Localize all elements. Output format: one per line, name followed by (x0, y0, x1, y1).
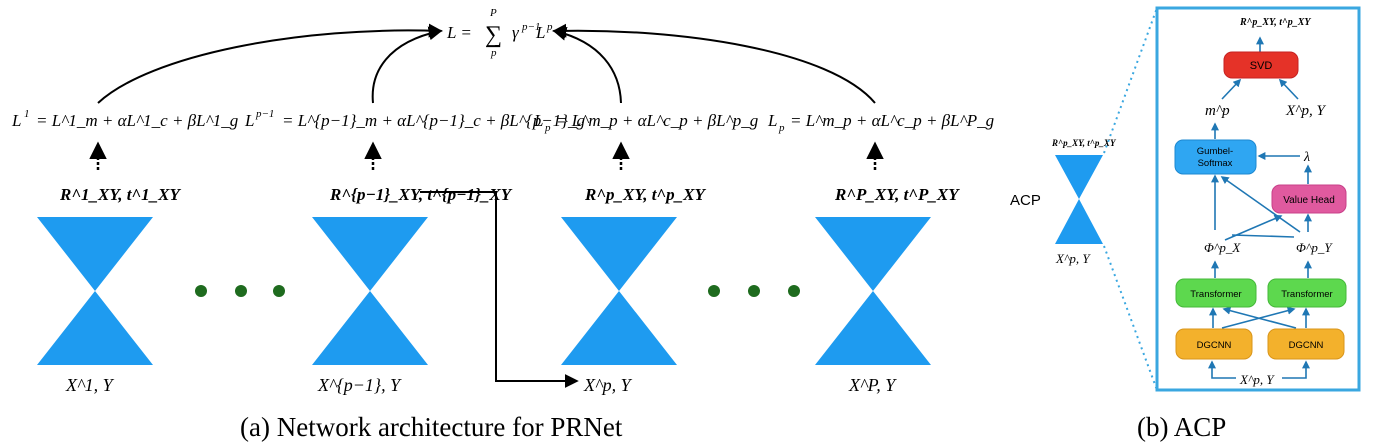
dot (708, 285, 720, 297)
loss-symbol: L (533, 111, 543, 130)
stage-p-input: X^p, Y (583, 375, 633, 395)
arrow-input-to-dgcnn1 (1208, 360, 1236, 379)
loss-rhs: = L^1_m + αL^1_c + βL^1_g (36, 111, 238, 130)
loss-symbol: L (244, 111, 254, 130)
caption-a: (a) Network architecture for PRNet (240, 412, 623, 442)
dot (273, 285, 285, 297)
phi-x-label: Φ^p_X (1204, 240, 1241, 255)
stage-1-loss: L 1 = L^1_m + αL^1_c + βL^1_g (11, 108, 238, 130)
pose-transfer-arrow (420, 191, 579, 388)
loss-sub: p (544, 122, 551, 134)
stage-1-input: X^1, Y (65, 375, 115, 395)
transformer-label: Transformer (1281, 289, 1332, 300)
stage-P-network-icon (815, 217, 931, 365)
stage-P-input: X^P, Y (848, 375, 897, 395)
total-loss-lhs: L = (446, 23, 472, 42)
loss-aggregation-arrows (97, 23, 876, 104)
caption-b: (b) ACP (1137, 412, 1226, 442)
total-loss: L = ∑ P p γ p−1 L p (446, 7, 553, 59)
stage-loss: L (535, 23, 545, 42)
transformer-label: Transformer (1190, 289, 1241, 300)
loss-sup: p−1 (255, 108, 274, 120)
acp-icon-output: R^p_XY, t^p_XY (1051, 138, 1117, 148)
ellipsis-dots (195, 285, 800, 297)
zoom-line-top (1103, 7, 1158, 154)
stage-P-pose: R^P_XY, t^P_XY (834, 185, 960, 204)
sum-lower: p (490, 47, 497, 59)
dgcnn-label: DGCNN (1289, 340, 1324, 351)
gumbel-label-line1: Gumbel- (1197, 146, 1233, 157)
dgcnn-label: DGCNN (1197, 340, 1232, 351)
svd-block (1223, 51, 1299, 79)
stage-p-loss: L p = L^m_p + αL^c_p + βL^p_g (533, 111, 758, 134)
pose-to-loss-arrows (89, 141, 884, 170)
value-head-label: Value Head (1283, 195, 1335, 206)
dgcnn-block-source (1175, 328, 1253, 360)
loss-rhs: = L^{p−1}_m + αL^{p−1}_c + βL^{p−1}_g (282, 111, 585, 130)
panel-b: ACP R^p_XY, t^p_XY X^p, Y (1010, 6, 1361, 442)
phi-y-label: Φ^p_Y (1296, 240, 1333, 255)
stage-1-network-icon (37, 217, 153, 365)
dot (195, 285, 207, 297)
arrow-dgcnn2-to-transformer1 (1222, 306, 1297, 329)
acp-label: ACP (1010, 192, 1041, 209)
stage-p-minus-1-pose: R^{p−1}_XY, t^{p−1}_XY (329, 185, 513, 204)
arrow-input-to-dgcnn2 (1282, 360, 1310, 379)
arrow-stageP1-to-total (371, 26, 443, 104)
arrow-stage1-to-total (97, 23, 443, 104)
acp-output: R^p_XY, t^p_XY (1239, 17, 1311, 28)
acp-icon (1055, 155, 1103, 244)
loss-rhs: = L^m_p + αL^c_p + βL^P_g (790, 111, 994, 130)
arrow-phix-to-valuehead (1224, 214, 1283, 241)
stage-p-network-icon (561, 217, 677, 365)
acp-input-label: X^p, Y (1239, 372, 1275, 387)
panel-a: L = ∑ P p γ p−1 L p L 1 = L^1_m + αL^1_c… (11, 7, 994, 442)
lambda-label: λ (1303, 150, 1310, 165)
hourglasses (37, 217, 931, 365)
arrow-mp-to-svd (1221, 78, 1242, 100)
acp-arrows (1208, 36, 1312, 379)
sum-symbol: ∑ (485, 22, 502, 48)
dot (788, 285, 800, 297)
arrow-phiy-to-phix-cross (1231, 234, 1295, 238)
arrow-phiy-to-gumbel (1220, 176, 1301, 233)
transformer-block-source (1175, 278, 1257, 308)
gumbel-softmax-block (1174, 139, 1257, 175)
dgcnn-block-target (1267, 328, 1345, 360)
stage-p-minus-1-loss: L p−1 = L^{p−1}_m + αL^{p−1}_c + βL^{p−1… (244, 108, 585, 130)
arrow-stageP-to-total (552, 23, 876, 104)
loss-symbol: L (11, 111, 21, 130)
loss-sup: 1 (24, 108, 30, 120)
point-clouds-label: X^p, Y (1285, 103, 1326, 119)
stage-p-minus-1-input: X^{p−1}, Y (317, 375, 402, 395)
stage-1-pose: R^1_XY, t^1_XY (59, 185, 181, 204)
stage-p-minus-1-network-icon (312, 217, 428, 365)
dot (235, 285, 247, 297)
gamma-exponent: p−1 (521, 21, 540, 33)
loss-symbol: L (767, 111, 777, 130)
acp-icon-input: X^p, Y (1055, 251, 1091, 266)
zoom-lines (1103, 7, 1158, 391)
loss-rhs: = L^m_p + αL^c_p + βL^p_g (556, 111, 758, 130)
dot (748, 285, 760, 297)
stage-p-pose: R^p_XY, t^p_XY (584, 185, 706, 204)
acp-detail-panel (1155, 6, 1361, 392)
svd-label: SVD (1250, 60, 1273, 72)
value-head-block (1271, 184, 1347, 214)
sum-upper: P (489, 7, 497, 19)
gumbel-label-line2: Softmax (1198, 158, 1233, 169)
arrow-xy-to-svd (1278, 78, 1299, 100)
loss-sub: p (778, 122, 785, 134)
transformer-block-target (1267, 278, 1347, 308)
soft-matching-label: m^p (1205, 103, 1230, 119)
zoom-line-bottom (1103, 245, 1158, 391)
stage-loss-exponent: p (546, 21, 553, 33)
gamma: γ (512, 23, 520, 42)
arrow-stagep-to-total (552, 26, 622, 104)
stage-P-loss: L p = L^m_p + αL^c_p + βL^P_g (767, 111, 994, 134)
